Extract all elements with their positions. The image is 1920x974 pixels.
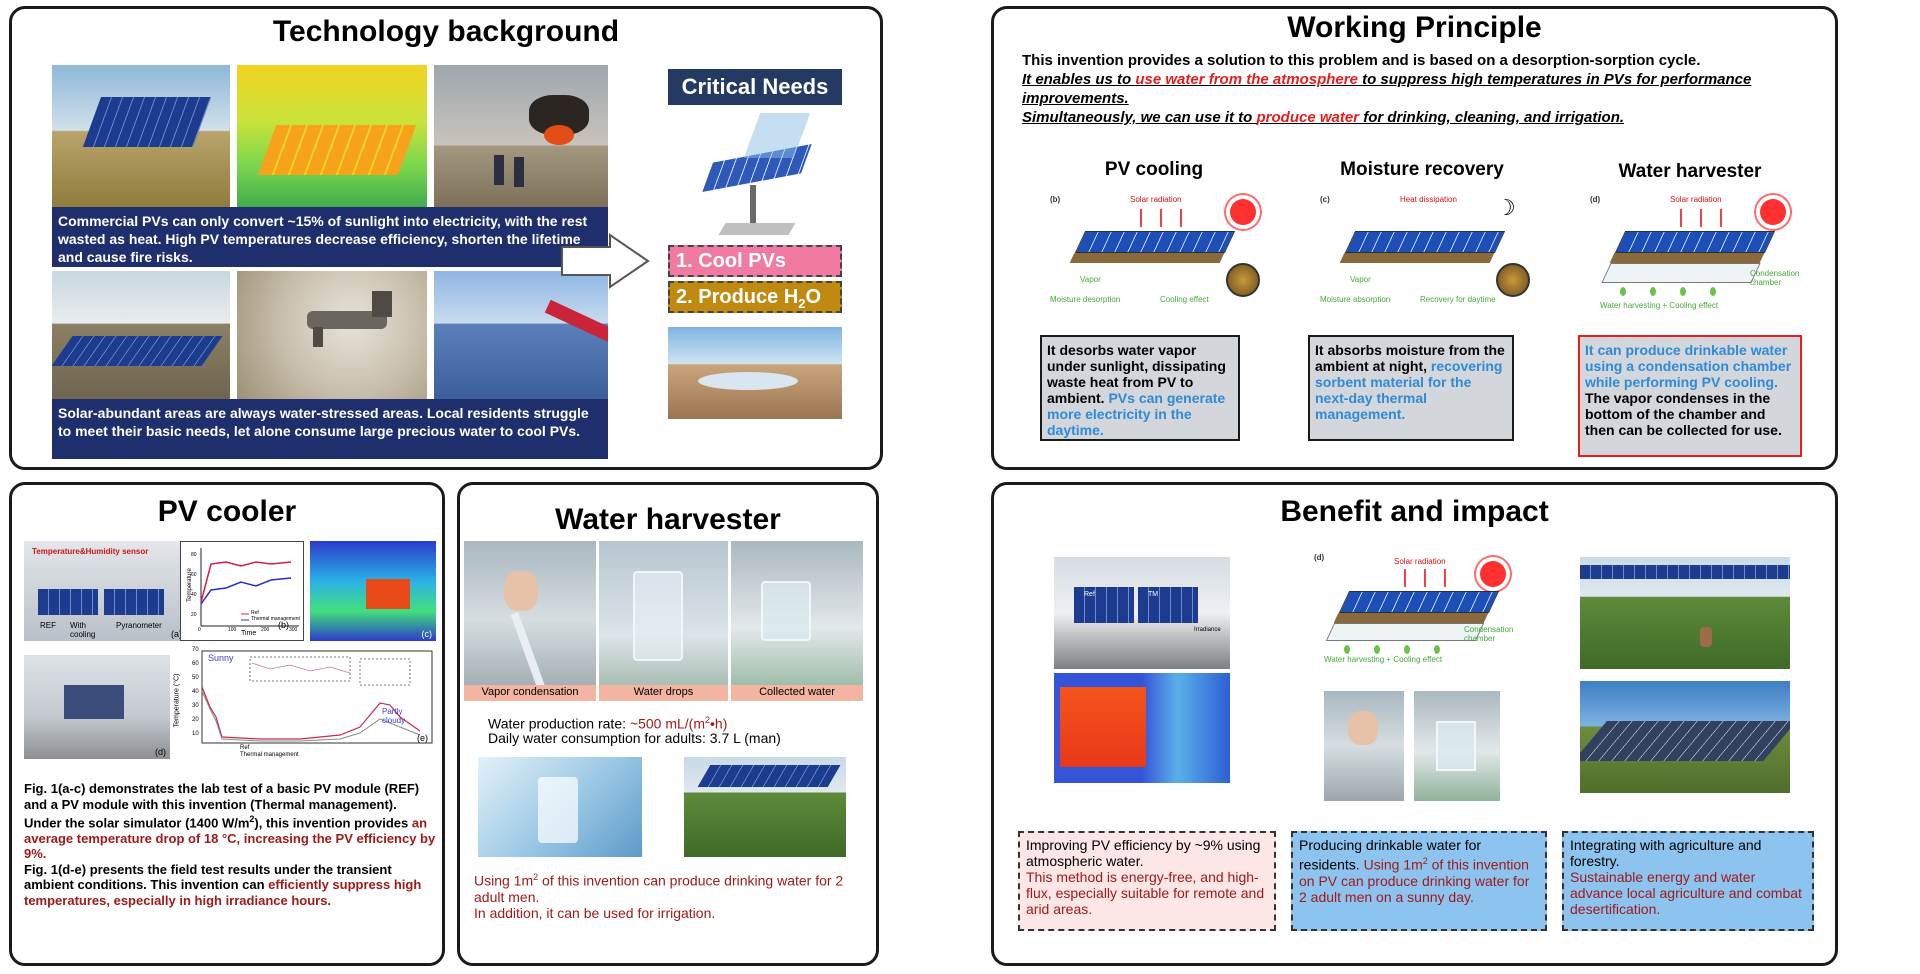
pv-cooler-description: Fig. 1(a-c) demonstrates the lab test of… xyxy=(24,781,436,908)
thermal-pv-photo xyxy=(237,65,427,210)
pv-diagram-illustration xyxy=(692,113,822,243)
pv-cooling-diagram: (b) Solar radiation Vapor Moisture desor… xyxy=(1050,195,1270,315)
agri-pv-photo xyxy=(684,757,846,857)
col-title-water-harvester: Water harvester xyxy=(1618,161,1762,182)
moon-icon: ☽ xyxy=(1496,195,1516,220)
drinking-water-photo xyxy=(478,757,642,857)
caption-water-drops: Water drops xyxy=(599,685,728,701)
panel-title: PV cooler xyxy=(157,495,297,528)
sun-icon xyxy=(1230,199,1256,225)
harvester-bottom-text: Using 1m2 of this invention can produce … xyxy=(474,872,844,921)
pv-cooling-description: It desorbs water vapor under sunlight, d… xyxy=(1040,335,1240,441)
water-stress-text: Solar-abundant areas are always water-st… xyxy=(52,399,608,459)
panel-title: Working Principle xyxy=(1287,11,1542,44)
water-harvester-description: It can produce drinkable water using a c… xyxy=(1578,335,1802,457)
dry-land-photo xyxy=(668,327,842,419)
arrow-right-icon xyxy=(560,233,650,289)
field-test-photo: (d) xyxy=(24,655,170,759)
water-drops-photo xyxy=(599,541,728,699)
caption-vapor-condensation: Vapor condensation xyxy=(464,685,596,701)
benefit-impact-panel: Benefit and impact Ref TM Irradiance (d)… xyxy=(991,482,1838,966)
need-cool-pvs: 1. Cool PVs xyxy=(668,245,842,277)
working-principle-panel: Working Principle This invention provide… xyxy=(991,6,1838,470)
sun-icon xyxy=(1480,561,1506,587)
pv-fire-photo xyxy=(434,65,608,210)
vapor-condensation-photo xyxy=(464,541,596,699)
col-title-pv-cooling: PV cooling xyxy=(1104,159,1204,180)
solar-over-grass-photo xyxy=(1580,681,1790,793)
benefit-efficiency: Improving PV efficiency by ~9% using atm… xyxy=(1018,831,1276,931)
principle-intro: This invention provides a solution to th… xyxy=(1022,52,1752,126)
moisture-recovery-diagram: (c) Heat dissipation ☽ Vapor Moisture ab… xyxy=(1320,195,1540,315)
lab-temperature-chart: Temperature Time Ref Thermal management … xyxy=(180,541,304,641)
production-rate: Water production rate: ~500 mL/(m2•h) xyxy=(488,715,728,732)
condensation-hand-photo xyxy=(1324,691,1404,801)
agrivoltaic-farm-photo xyxy=(1580,557,1790,669)
water-harvester-diagram: (d) Solar radiation Condensation chamber… xyxy=(1590,195,1800,310)
need-produce-water: 2. Produce H2O xyxy=(668,281,842,313)
moisture-recovery-description: It absorbs moisture from the ambient at … xyxy=(1308,335,1514,441)
col-title-moisture-recovery: Moisture recovery xyxy=(1340,159,1504,180)
desert-pv-photo xyxy=(52,271,230,401)
dry-tap-photo xyxy=(237,271,427,401)
critical-needs-heading: Critical Needs xyxy=(668,69,842,105)
benefit-agriculture: Integrating with agriculture and forestr… xyxy=(1562,831,1814,931)
outdoor-test-photo: Ref TM Irradiance xyxy=(1054,557,1230,669)
technology-background-panel: Technology background Commercial PVs can… xyxy=(9,6,883,470)
pv-cleaning-photo xyxy=(434,271,608,401)
benefit-harvester-diagram: (d) Solar radiation Condensation chamber… xyxy=(1314,553,1514,664)
infrared-image: (c) xyxy=(310,541,436,641)
field-temperature-chart: Temperature (°C) Sunny Partly cloudy Ref… xyxy=(173,647,436,759)
daily-consumption: Daily water consumption for adults: 3.7 … xyxy=(488,730,781,746)
benefit-drinking-water: Producing drinkable water for residents.… xyxy=(1291,831,1547,931)
collected-water-photo xyxy=(731,541,863,699)
collected-water-glass-photo xyxy=(1414,691,1500,801)
outdoor-ir-image xyxy=(1054,673,1230,783)
caption-collected-water: Collected water xyxy=(731,685,863,701)
water-harvester-panel: Water harvester Vapor condensation Water… xyxy=(457,482,879,966)
lab-setup-photo: Temperature&Humidity sensor REF With coo… xyxy=(24,541,186,641)
sun-icon xyxy=(1760,199,1786,225)
panel-title: Benefit and impact xyxy=(1280,495,1549,528)
solar-field-photo xyxy=(52,65,230,210)
pv-cooler-panel: PV cooler Temperature&Humidity sensor RE… xyxy=(9,482,445,966)
panel-title: Water harvester xyxy=(555,503,781,536)
panel-title: Technology background xyxy=(272,15,620,48)
pv-efficiency-text: Commercial PVs can only convert ~15% of … xyxy=(52,207,608,267)
